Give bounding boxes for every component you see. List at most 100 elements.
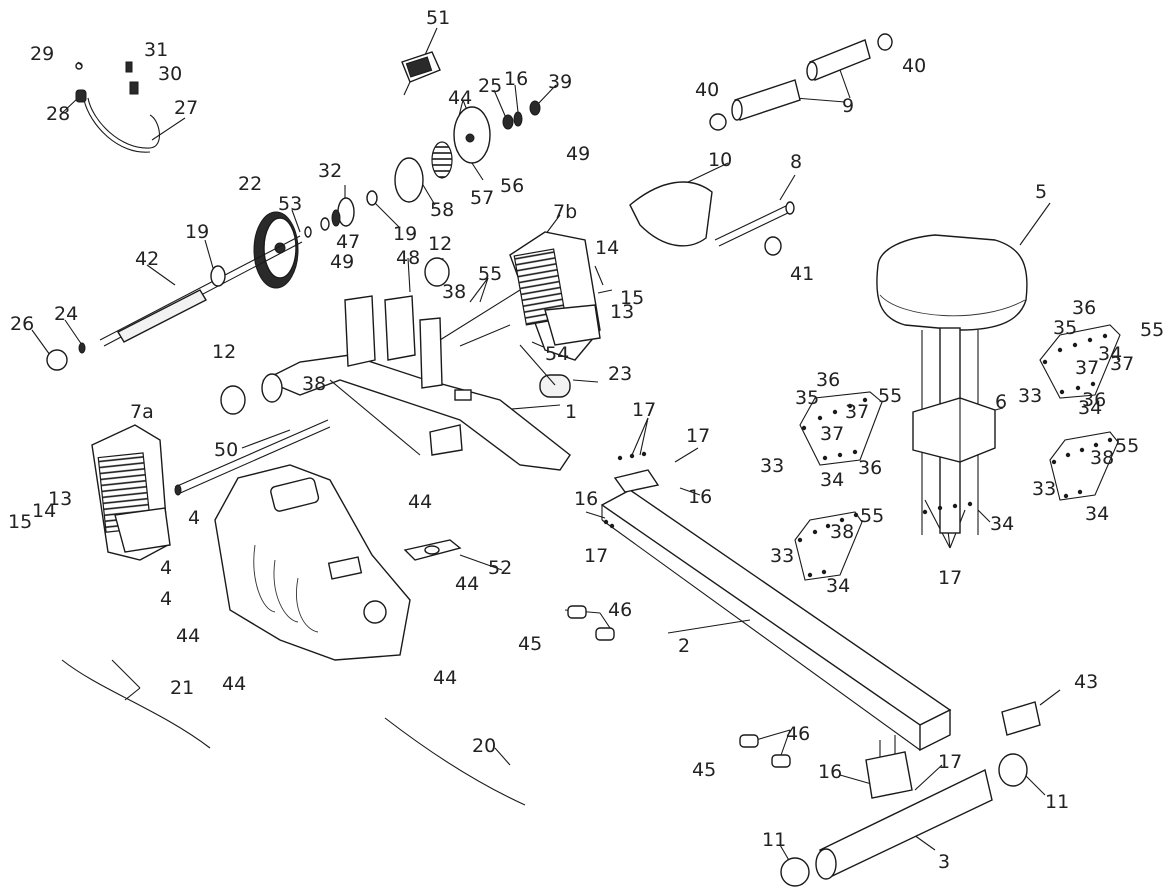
callout-p23: 23 <box>608 363 632 385</box>
callout-p38a: 38 <box>442 281 466 303</box>
callout-p49a: 49 <box>566 143 590 165</box>
callout-p41: 41 <box>790 263 814 285</box>
callout-p49b: 49 <box>330 251 354 273</box>
callout-p36c: 36 <box>816 369 840 391</box>
callout-p55e: 55 <box>478 263 502 285</box>
callout-p19b: 19 <box>393 223 417 245</box>
callout-p4c: 4 <box>160 588 172 610</box>
callout-p44c: 44 <box>455 573 479 595</box>
callout-p34e: 34 <box>990 513 1014 535</box>
callout-p37b: 37 <box>845 401 869 423</box>
bolt-dot <box>1075 385 1081 391</box>
bolt-dot <box>853 512 859 518</box>
callout-p4a: 4 <box>188 507 200 529</box>
callout-p45a: 45 <box>518 633 542 655</box>
callout-p12b: 12 <box>212 341 236 363</box>
callout-p20: 20 <box>472 735 496 757</box>
bolt-dot <box>832 409 838 415</box>
bolt-dot <box>1102 333 1108 339</box>
bolt-dot <box>1059 389 1065 395</box>
callout-p44b: 44 <box>408 491 432 513</box>
bolt-dot <box>937 505 943 511</box>
callout-p39: 39 <box>548 71 572 93</box>
callout-p7a: 7a <box>130 401 154 423</box>
callout-p34c: 34 <box>1085 503 1109 525</box>
shroud-cover <box>214 464 462 661</box>
callout-p46b: 46 <box>786 723 810 745</box>
callout-p38b: 38 <box>302 373 326 395</box>
callout-p38d: 38 <box>830 521 854 543</box>
rollers-12 <box>220 257 450 415</box>
callout-p35b: 35 <box>795 387 819 409</box>
callout-p34a: 34 <box>1078 397 1102 419</box>
callout-p50: 50 <box>214 439 238 461</box>
flywheel-parts <box>366 100 541 206</box>
callout-p44e: 44 <box>222 673 246 695</box>
callout-p15b: 15 <box>620 287 644 309</box>
callout-p37d: 37 <box>1110 353 1134 375</box>
callout-p55a: 55 <box>1140 319 1164 341</box>
callout-p25: 25 <box>478 75 502 97</box>
callout-p48: 48 <box>396 247 420 269</box>
callout-p55b: 55 <box>878 385 902 407</box>
callout-p7b: 7b <box>553 201 577 223</box>
callout-p37a: 37 <box>1075 357 1099 379</box>
bolt-dot <box>1093 442 1099 448</box>
callout-p16b: 16 <box>688 486 712 508</box>
pedals <box>91 231 601 561</box>
callout-p53: 53 <box>278 193 302 215</box>
callout-p55c: 55 <box>1115 435 1139 457</box>
bolt-dot <box>852 449 858 455</box>
bolt-dot <box>629 453 635 459</box>
callout-p14b: 14 <box>595 237 619 259</box>
callout-p56: 56 <box>500 175 524 197</box>
callout-p47: 47 <box>336 231 360 253</box>
callout-p44d: 44 <box>176 625 200 647</box>
callout-p57: 57 <box>470 187 494 209</box>
drive-pulley-and-shaft <box>46 197 355 371</box>
callout-p33b: 33 <box>760 455 784 477</box>
bolt-dot <box>807 572 813 578</box>
callout-p55d: 55 <box>860 505 884 527</box>
callout-p26: 26 <box>10 313 34 335</box>
callout-p36a: 36 <box>1072 297 1096 319</box>
callout-p15a: 15 <box>8 511 32 533</box>
callout-p21: 21 <box>170 677 194 699</box>
callout-p45b: 45 <box>692 759 716 781</box>
seat-and-post <box>876 234 1028 535</box>
callout-p16c: 16 <box>504 68 528 90</box>
callout-p9: 9 <box>842 95 854 117</box>
bolt-dot <box>825 523 831 529</box>
callout-p31: 31 <box>144 39 168 61</box>
callout-p34d: 34 <box>826 575 850 597</box>
callout-p42: 42 <box>135 248 159 270</box>
callout-p33a: 33 <box>1018 385 1042 407</box>
callout-p17c: 17 <box>584 545 608 567</box>
callout-p17a: 17 <box>632 399 656 421</box>
handle-parts <box>629 33 893 256</box>
callout-p16d: 16 <box>818 761 842 783</box>
callout-p16a: 16 <box>574 488 598 510</box>
callout-p13a: 13 <box>48 488 72 510</box>
callout-p52: 52 <box>488 557 512 579</box>
bolt-dot <box>1063 493 1069 499</box>
cables <box>61 659 526 806</box>
callout-p17b: 17 <box>686 425 710 447</box>
callout-p32: 32 <box>318 160 342 182</box>
callout-p17d: 17 <box>938 751 962 773</box>
callout-p10: 10 <box>708 149 732 171</box>
bolt-dot <box>1042 359 1048 365</box>
callout-p11a: 11 <box>1045 791 1069 813</box>
callout-p1: 1 <box>565 401 577 423</box>
callout-p44f: 44 <box>433 667 457 689</box>
callout-p44a: 44 <box>448 87 472 109</box>
callout-p46a: 46 <box>608 599 632 621</box>
cable-27-28 <box>75 61 160 153</box>
bolt-dot <box>1079 447 1085 453</box>
callout-p33c: 33 <box>1032 478 1056 500</box>
bolt-dot <box>1051 459 1057 465</box>
callout-p35a: 35 <box>1053 317 1077 339</box>
callout-p22: 22 <box>238 173 262 195</box>
